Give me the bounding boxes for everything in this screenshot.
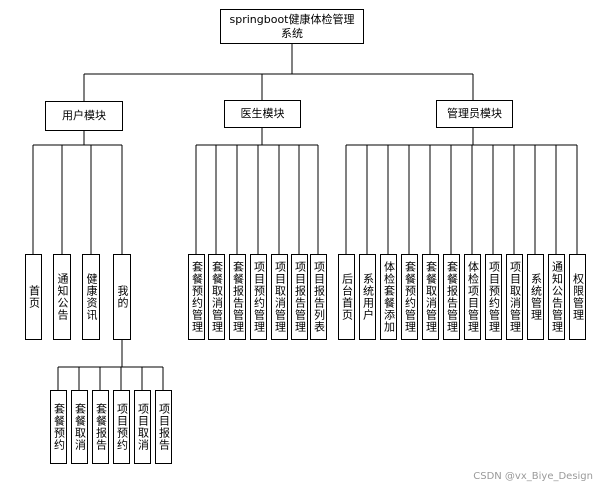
admin-item: 套餐预约管理 — [401, 254, 418, 340]
doctor-item-label: 套餐预约管理 — [190, 261, 204, 333]
mine-item-label: 套餐报告 — [94, 403, 108, 451]
mine-item-label: 项目报告 — [157, 403, 171, 451]
watermark: CSDN @vx_Biye_Design — [473, 471, 593, 482]
doctor-item: 项目取消管理 — [271, 254, 288, 340]
doctor-item-label: 项目报告管理 — [293, 261, 307, 333]
mine-item-package-report: 套餐报告 — [92, 390, 109, 464]
mine-item-label: 项目预约 — [115, 403, 129, 451]
user-module-node: 用户模块 — [45, 101, 123, 131]
doctor-item: 套餐取消管理 — [208, 254, 225, 340]
root-title: springboot健康体检管理系统 — [229, 12, 355, 40]
doctor-item-label: 项目取消管理 — [273, 261, 287, 333]
user-item-health-news: 健康资讯 — [82, 254, 100, 340]
admin-item-label: 项目预约管理 — [487, 261, 501, 333]
user-item-home: 首页 — [25, 254, 42, 340]
admin-item: 通知公告管理 — [548, 254, 565, 340]
mine-item-label: 套餐取消 — [73, 403, 87, 451]
admin-item: 套餐取消管理 — [422, 254, 439, 340]
user-module-label: 用户模块 — [62, 109, 106, 122]
doctor-item-label: 套餐报告管理 — [231, 261, 245, 333]
doctor-module-node: 医生模块 — [224, 100, 301, 128]
admin-module-node: 管理员模块 — [436, 100, 513, 128]
doctor-module-label: 医生模块 — [240, 107, 285, 120]
admin-item-label: 通知公告管理 — [550, 261, 564, 333]
mine-item-label: 项目取消 — [136, 403, 150, 451]
user-item-label: 我的 — [116, 285, 129, 309]
admin-item: 项目预约管理 — [485, 254, 502, 340]
mine-item-label: 套餐预约 — [52, 403, 66, 451]
doctor-item: 项目报告列表 — [310, 254, 327, 340]
user-item-label: 首页 — [27, 285, 41, 309]
mine-item-project-booking: 项目预约 — [113, 390, 130, 464]
doctor-item: 项目预约管理 — [250, 254, 267, 340]
admin-item: 体检套餐添加 — [380, 254, 397, 340]
mine-item-package-booking: 套餐预约 — [50, 390, 67, 464]
mine-item-project-cancel: 项目取消 — [134, 390, 151, 464]
doctor-item: 套餐预约管理 — [188, 254, 205, 340]
admin-item-label: 套餐预约管理 — [403, 261, 417, 333]
admin-item: 系统管理 — [527, 254, 544, 340]
doctor-item: 套餐报告管理 — [229, 254, 246, 340]
admin-item: 后台首页 — [338, 254, 355, 340]
root-node: springboot健康体检管理系统 — [220, 9, 364, 44]
doctor-item-label: 项目报告列表 — [312, 261, 326, 333]
admin-module-label: 管理员模块 — [447, 107, 502, 120]
admin-item-label: 系统管理 — [529, 273, 543, 321]
mine-item-project-report: 项目报告 — [155, 390, 172, 464]
admin-item-label: 套餐取消管理 — [424, 261, 438, 333]
doctor-item-label: 项目预约管理 — [252, 261, 266, 333]
admin-item-label: 套餐报告管理 — [445, 261, 459, 333]
admin-item: 体检项目管理 — [464, 254, 481, 340]
admin-item-label: 体检项目管理 — [466, 261, 480, 333]
admin-item-label: 权限管理 — [571, 273, 585, 321]
user-item-mine: 我的 — [113, 254, 131, 340]
admin-item-label: 体检套餐添加 — [382, 261, 396, 333]
admin-item: 系统用户 — [359, 254, 376, 340]
admin-item-label: 后台首页 — [340, 273, 354, 321]
doctor-item-label: 套餐取消管理 — [210, 261, 224, 333]
admin-item-label: 系统用户 — [361, 273, 375, 321]
mine-item-package-cancel: 套餐取消 — [71, 390, 88, 464]
admin-item-label: 项目取消管理 — [508, 261, 522, 333]
user-item-label: 健康资讯 — [85, 273, 98, 321]
admin-item: 权限管理 — [569, 254, 586, 340]
doctor-item: 项目报告管理 — [291, 254, 308, 340]
admin-item: 项目取消管理 — [506, 254, 523, 340]
user-item-label: 通知公告 — [56, 273, 69, 321]
admin-item: 套餐报告管理 — [443, 254, 460, 340]
user-item-notice: 通知公告 — [53, 254, 71, 340]
